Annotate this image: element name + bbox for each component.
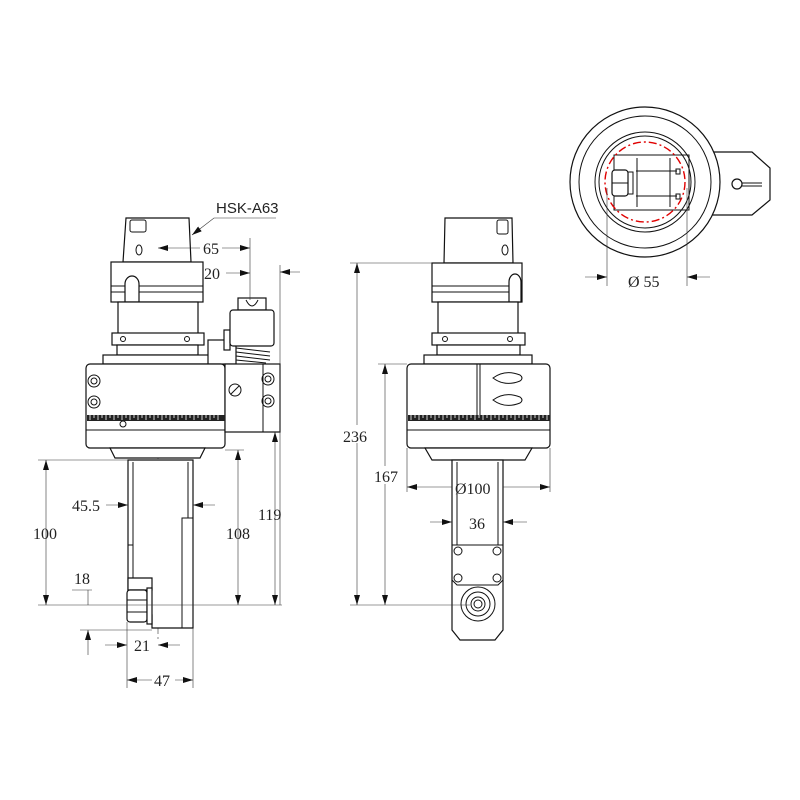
dim-100: 100 — [33, 526, 57, 543]
dim-65: 65 — [203, 241, 219, 258]
dim-119: 119 — [258, 507, 281, 524]
side-view — [85, 217, 281, 640]
dim-36: 36 — [469, 516, 485, 533]
dim-20: 20 — [204, 266, 220, 283]
front-view — [406, 217, 551, 641]
dim-108: 108 — [226, 526, 250, 543]
side-view-dimensions: HSK-A63 65 20 119 108 100 45.5 18 21 47 — [33, 200, 300, 690]
spindle-arm — [451, 459, 504, 641]
dim-diameter-55: Ø 55 — [628, 274, 660, 291]
front-view-dimensions: 236 167 Ø100 36 — [342, 262, 551, 606]
top-view-dimensions: Ø 55 — [585, 188, 710, 291]
hsk-shank — [122, 217, 192, 263]
main-body — [85, 363, 226, 449]
dim-167: 167 — [374, 469, 398, 486]
dim-diameter-100: Ø100 — [455, 481, 491, 498]
dim-236: 236 — [343, 429, 367, 446]
dim-47: 47 — [154, 673, 170, 690]
screws — [87, 372, 275, 409]
main-body — [406, 363, 551, 449]
screws — [453, 546, 502, 583]
dim-21: 21 — [134, 638, 150, 655]
dim-18: 18 — [74, 571, 90, 588]
dim-45-5: 45.5 — [72, 498, 100, 515]
collet-nut — [126, 589, 148, 623]
part-label: HSK-A63 — [216, 200, 279, 217]
plunger — [229, 309, 275, 347]
top-view — [569, 106, 771, 258]
collet-nut — [460, 586, 496, 622]
cutting-circle — [604, 141, 686, 223]
